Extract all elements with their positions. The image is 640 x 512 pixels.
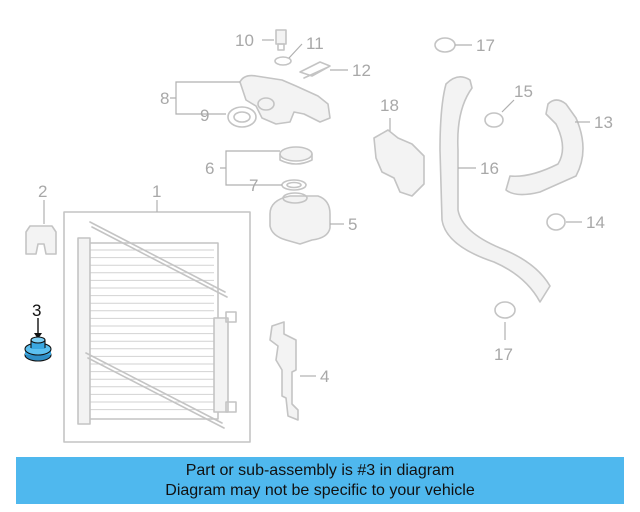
callout-12: 12 [352,61,371,80]
callout-9: 9 [200,106,209,125]
radiator-fins [90,249,214,411]
thermostat-housing-part [170,74,331,128]
sensor-seal-clip-part [262,29,348,79]
callout-5: 5 [348,215,357,234]
callout-11: 11 [306,34,324,53]
callout-2: 2 [38,182,47,201]
callout-4: 4 [320,367,329,386]
callout-7: 7 [249,176,258,195]
callout-6: 6 [205,159,214,178]
lower-hose-part [439,76,551,303]
deflector-bracket-part [373,118,425,197]
callout-18: 18 [380,96,399,115]
banner-line-1: Part or sub-assembly is #3 in diagram [185,461,455,479]
callout-13: 13 [594,113,613,132]
rubber-mount-part [24,318,52,362]
callout-8: 8 [160,89,169,108]
radiator-part [63,200,251,443]
callout-1: 1 [152,182,161,201]
callout-14: 14 [586,213,605,232]
callout-15: 15 [514,82,533,101]
callout-3: 3 [32,301,41,320]
banner-line-2: Diagram may not be specific to your vehi… [165,481,475,499]
mount-bracket-part [25,200,57,255]
callout-labels: 1 2 3 4 5 6 7 8 9 10 11 12 13 14 15 16 1… [32,31,613,386]
coolant-reservoir-part [269,192,344,245]
info-banner: Part or sub-assembly is #3 in diagram Di… [16,457,624,504]
upper-hose-part [505,99,590,196]
side-bracket-part [269,321,316,421]
reservoir-cap-part [220,146,313,191]
callout-16: 16 [480,159,499,178]
hose-clamps-part [434,37,582,340]
callout-17-bottom: 17 [494,345,513,364]
callout-17-top: 17 [476,36,495,55]
callout-10: 10 [235,31,254,50]
